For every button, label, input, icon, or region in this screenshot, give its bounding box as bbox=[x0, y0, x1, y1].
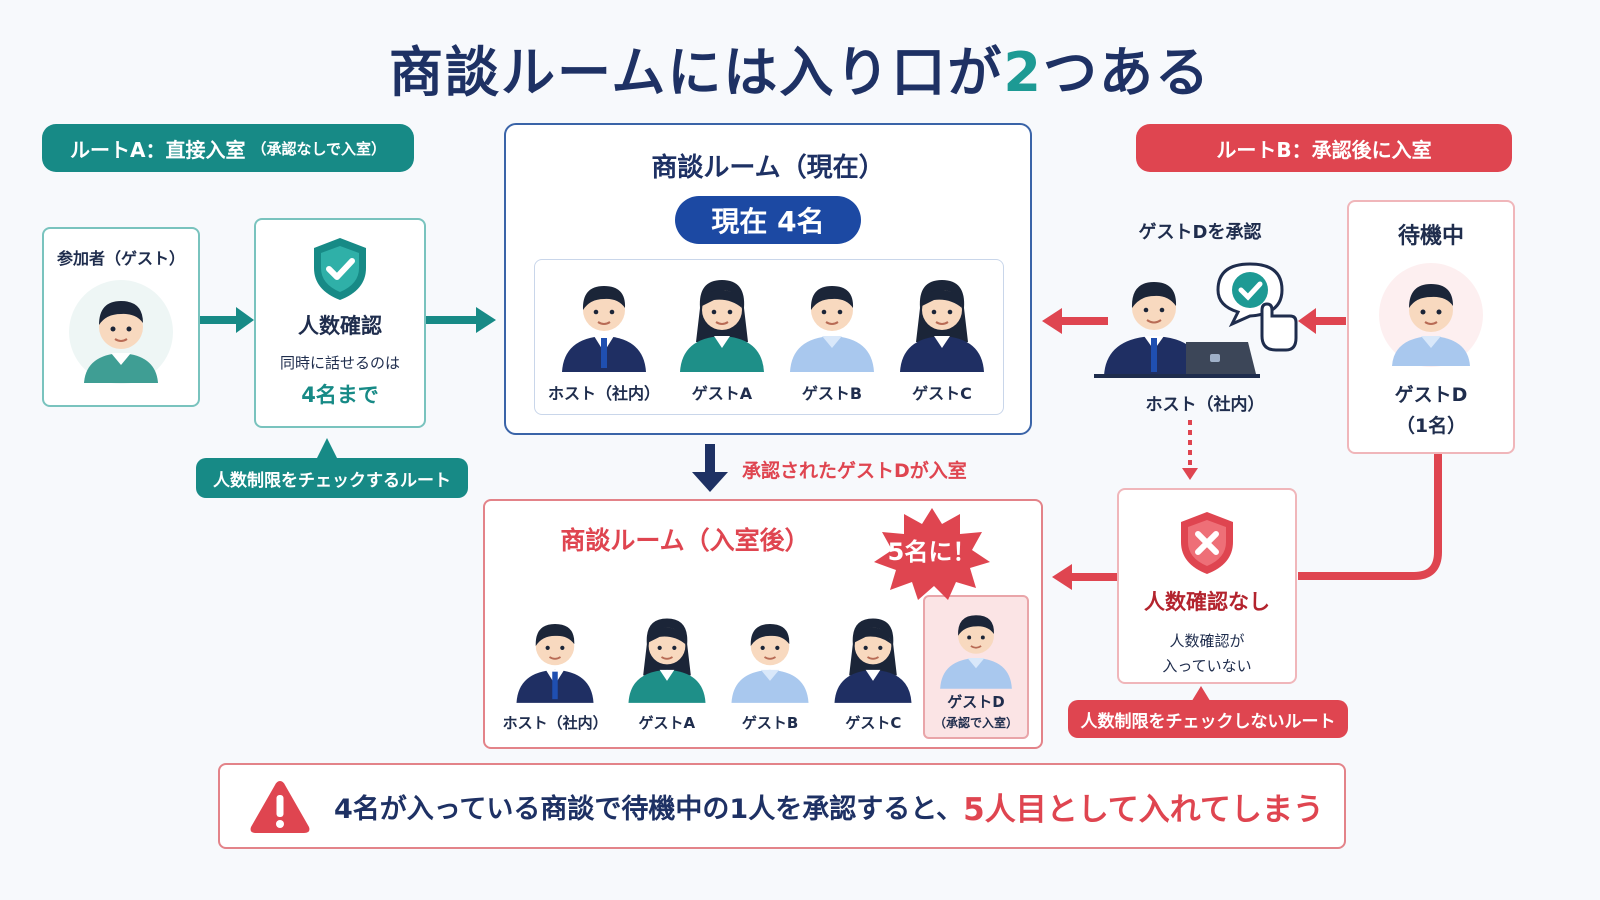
after-member-guest-c: ゲストC bbox=[829, 610, 917, 733]
burst-badge-shape bbox=[874, 508, 990, 600]
waiting-guest-icon bbox=[1379, 263, 1483, 367]
current-count-badge: 現在 4名 bbox=[675, 196, 861, 244]
shield-x-icon bbox=[1181, 512, 1233, 574]
approve-label: ゲストDを承認 bbox=[1138, 222, 1262, 243]
arrow-nocheck-to-after-room bbox=[1052, 564, 1118, 590]
warning-triangle-icon bbox=[250, 781, 310, 833]
after-members-row: ホスト（社内） ゲストA ゲストB bbox=[495, 593, 925, 733]
check-callout-pointer bbox=[316, 438, 338, 460]
host-person-icon bbox=[561, 286, 646, 372]
participant-card: 参加者（ゲスト） bbox=[42, 227, 200, 407]
route-b-pill: ルートB：承認後に入室 bbox=[1136, 124, 1512, 172]
check-route-callout: 人数制限をチェックするルート bbox=[196, 458, 468, 498]
shield-check-icon bbox=[314, 238, 366, 300]
participant-avatar bbox=[44, 277, 198, 387]
dashed-arrow-to-nocheck bbox=[1182, 420, 1198, 480]
member-guest-a: ゲストA bbox=[674, 272, 770, 404]
no-headcount-check-card: 人数確認なし 人数確認が 入っていない bbox=[1117, 488, 1297, 684]
burst-badge: 5名に！ bbox=[887, 538, 977, 566]
member-host: ホスト（社内） bbox=[548, 272, 660, 404]
arrow-to-room bbox=[426, 307, 496, 333]
guest-b-person-icon bbox=[789, 286, 874, 372]
new-member-guest-d: ゲストD （承認で入室） bbox=[923, 595, 1029, 739]
approver-host-label: ホスト（社内） bbox=[1145, 395, 1265, 415]
guest-c-person-icon bbox=[899, 280, 984, 372]
after-member-host: ホスト（社内） bbox=[503, 610, 608, 733]
warning-banner: 4名が入っている商談で待機中の1人を承認すると、5人目として入れてしまう bbox=[218, 763, 1346, 849]
headcount-check-card: 人数確認 同時に話せるのは 4名まで bbox=[254, 218, 426, 428]
waiting-to-nocheck-line bbox=[1298, 454, 1442, 580]
waiting-card: 待機中 ゲストD （1名） bbox=[1347, 200, 1515, 454]
after-member-guest-a: ゲストA bbox=[623, 610, 711, 733]
guest-d-person-icon bbox=[940, 615, 1012, 689]
arrow-down-to-after-room bbox=[692, 444, 728, 492]
page-title: 商談ルームには入り口が2つある bbox=[389, 41, 1211, 104]
current-members-panel: ホスト（社内） ゲストA ゲストB bbox=[534, 259, 1004, 415]
arrow-approve-to-room bbox=[1042, 308, 1108, 334]
member-guest-b: ゲストB bbox=[784, 272, 880, 404]
current-room-card: 商談ルーム（現在） 現在 4名 ホスト（社内） bbox=[504, 123, 1032, 435]
host-approving-illustration bbox=[1094, 262, 1298, 378]
guest-c-person-icon bbox=[834, 618, 912, 703]
guest-a-person-icon bbox=[628, 618, 706, 703]
after-member-guest-b: ゲストB bbox=[726, 610, 814, 733]
arrow-waiting-to-approve bbox=[1298, 308, 1346, 334]
route-a-pill: ルートA：直接入室（承認なしで入室） bbox=[42, 124, 414, 172]
enter-note: 承認されたゲストDが入室 bbox=[742, 460, 967, 482]
guest-a-person-icon bbox=[679, 280, 764, 372]
nocheck-route-callout: 人数制限をチェックしないルート bbox=[1068, 700, 1348, 738]
nocheck-callout-pointer bbox=[1190, 686, 1212, 704]
guest-b-person-icon bbox=[731, 624, 809, 703]
arrow-to-check bbox=[200, 307, 254, 333]
host-person-icon bbox=[516, 624, 594, 703]
guest-avatar-icon bbox=[69, 280, 173, 384]
member-guest-c: ゲストC bbox=[894, 272, 990, 404]
